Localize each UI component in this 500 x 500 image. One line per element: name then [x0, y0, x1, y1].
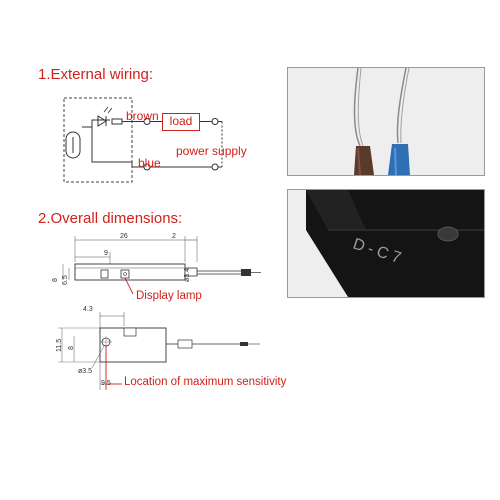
display-lamp-label: Display lamp	[136, 290, 202, 302]
dim-9: 9	[104, 250, 108, 257]
dimensions-heading: 2.Overall dimensions:	[38, 210, 183, 227]
led-symbol	[97, 115, 107, 127]
label-load: load	[169, 114, 193, 128]
dim-8-side: 8	[52, 278, 59, 282]
dim-phi-3-4: ø3.4	[184, 267, 191, 282]
dim-4-3: 4.3	[83, 306, 93, 313]
dim-11-5: 11.5	[56, 338, 63, 352]
sensor-housing-outline	[63, 97, 133, 183]
side-body	[74, 263, 186, 281]
sensitivity-label: Location of maximum sensitivity	[124, 376, 287, 388]
dim-phi-3-5: ø3.5	[78, 368, 93, 375]
dim-9-5: 9.5	[101, 380, 111, 387]
dim-26: 26	[120, 233, 128, 240]
front-view-drawing	[58, 312, 260, 390]
side-view-drawing	[62, 236, 261, 295]
wiring-heading: 1.External wiring:	[38, 66, 154, 83]
label-power-supply: power supply	[176, 144, 247, 158]
label-blue: blue	[138, 156, 161, 170]
label-brown: brown	[126, 109, 159, 123]
load-box: load	[162, 113, 200, 131]
dim-6-5: 6.5	[62, 275, 69, 285]
blue-wire	[388, 144, 410, 175]
dim-8-front: 8	[68, 346, 75, 350]
photo-element	[65, 131, 81, 159]
sensor-lens	[437, 226, 459, 242]
wires-photo	[287, 67, 485, 176]
sensor-photo: D-C7	[287, 189, 485, 298]
wiring-diagram	[63, 97, 223, 183]
resistor-symbol	[111, 118, 123, 125]
terminal-right-top	[211, 118, 219, 125]
terminal-right-bottom	[211, 163, 219, 171]
dim-2: 2	[172, 233, 176, 240]
side-lamp	[100, 269, 109, 279]
